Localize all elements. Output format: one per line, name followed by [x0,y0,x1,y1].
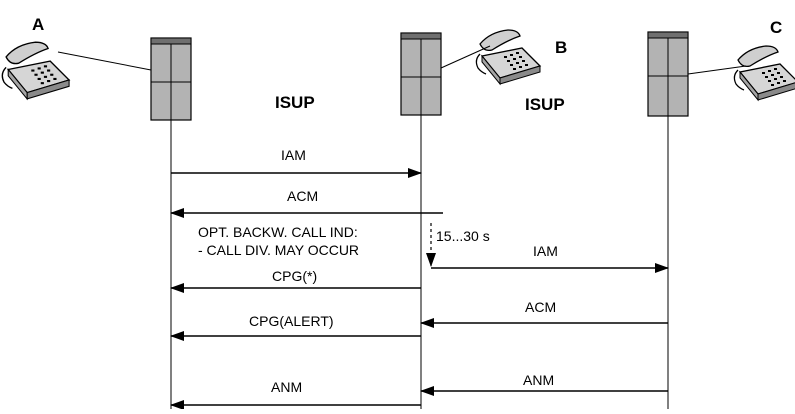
protocol-label-ab: ISUP [275,93,315,112]
telephone-a-icon [1,41,70,100]
exchange-c [647,31,689,117]
message-label-cpg-star: CPG(*) [272,268,317,284]
node-label-b: B [555,38,567,57]
message-label-anm-cb: ANM [523,372,554,388]
protocol-label-bc: ISUP [525,95,565,114]
telephone-b-icon [475,29,541,85]
node-label-c: C [770,18,782,37]
message-label-iam-bc: IAM [533,243,558,259]
message-label-iam-ab: IAM [281,147,306,163]
message-label-acm-cb: ACM [525,299,556,315]
telephone-c-icon [733,45,795,101]
node-label-a: A [32,15,44,34]
subscriber-line-b [440,45,491,69]
message-label-anm-ba: ANM [271,379,302,395]
note-line-1: OPT. BACKW. CALL IND: [198,224,358,240]
exchange-a [150,37,192,121]
message-label-acm-ba: ACM [287,188,318,204]
message-label-cpg-alert: CPG(ALERT) [249,313,334,329]
exchange-b [400,32,442,116]
note-line-2: - CALL DIV. MAY OCCUR [198,242,359,258]
timer-label: 15...30 s [436,228,490,244]
subscriber-line-a [57,51,152,71]
subscriber-line-c [687,65,747,75]
